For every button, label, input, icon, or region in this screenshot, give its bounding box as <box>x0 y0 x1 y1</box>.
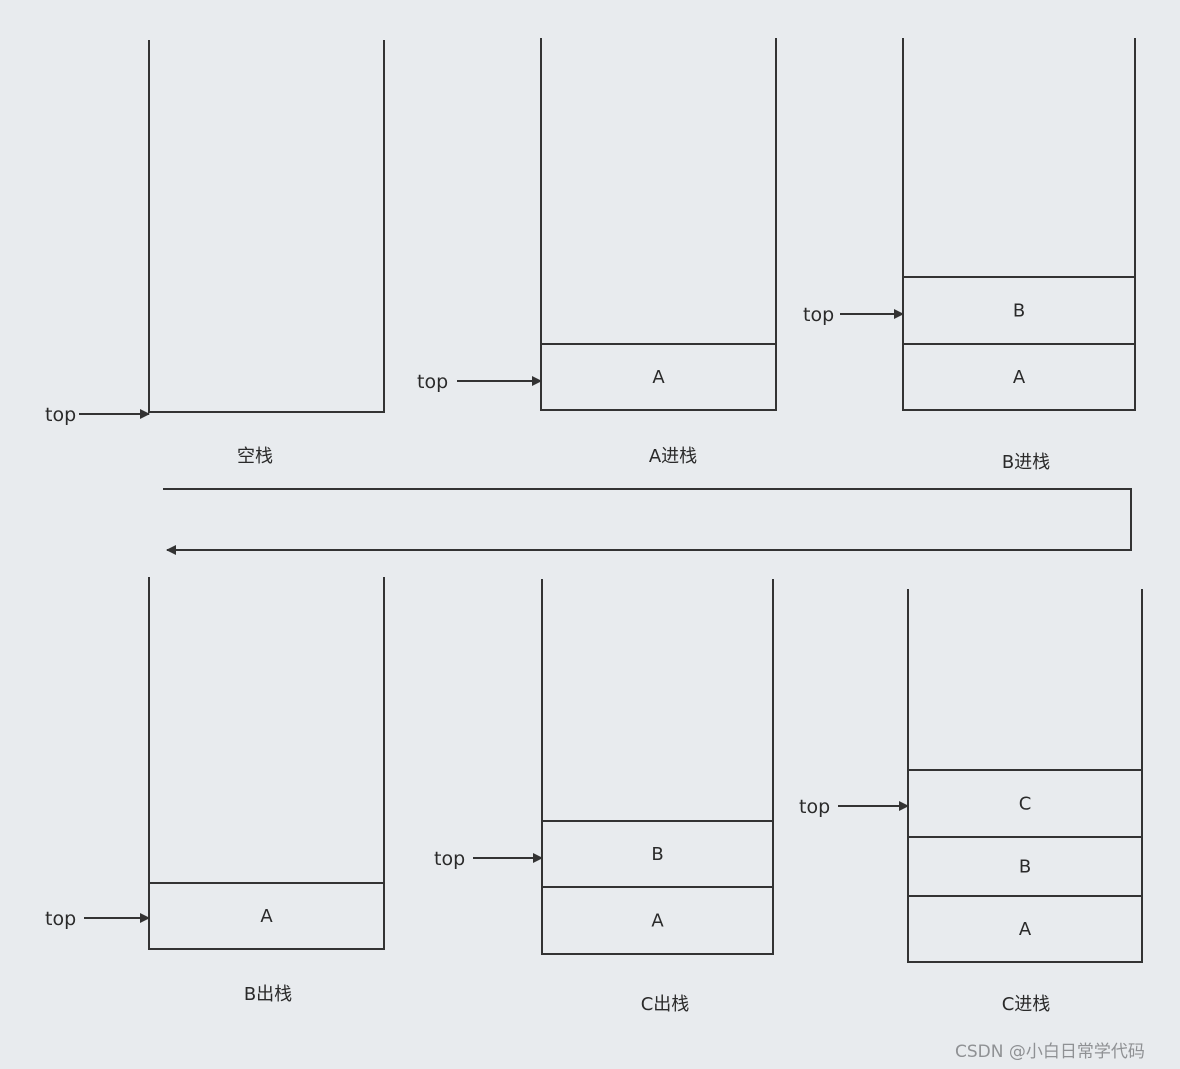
stack-container <box>540 38 777 411</box>
watermark: CSDN @小白日常学代码 <box>955 1042 1145 1062</box>
stack-caption: C出栈 <box>641 994 690 1015</box>
stack-cell-label: B <box>651 844 663 865</box>
stack-caption: B出栈 <box>244 984 292 1005</box>
stack-caption: A进栈 <box>649 446 697 467</box>
stack-1: top 空栈 <box>45 40 385 467</box>
top-pointer-label: top <box>45 908 76 930</box>
stack-caption: 空栈 <box>237 446 273 467</box>
flow-arrow-line <box>163 488 1132 555</box>
stack-cell-label: B <box>1013 301 1025 322</box>
stack-container <box>148 40 385 413</box>
top-pointer-label: top <box>799 796 830 818</box>
top-pointer-label: top <box>434 848 465 870</box>
stack-cell-label: A <box>1019 919 1032 940</box>
stack-cell-label: B <box>1019 857 1031 878</box>
flow-arrow <box>163 488 1132 555</box>
stack-caption: B进栈 <box>1002 452 1050 473</box>
stack-container <box>148 577 385 950</box>
stack-cell-label: A <box>652 367 665 388</box>
stack-cell-label: A <box>651 911 664 932</box>
stack-cell-label: C <box>1019 794 1032 815</box>
stack-caption: C进栈 <box>1002 994 1051 1015</box>
stack-container <box>902 38 1136 411</box>
top-pointer-label: top <box>45 404 76 426</box>
stack-container <box>541 579 774 955</box>
stack-cell-label: A <box>260 906 273 927</box>
stack-container <box>907 589 1143 963</box>
stack-cell-label: A <box>1013 367 1026 388</box>
top-pointer-label: top <box>803 304 834 326</box>
top-pointer-label: top <box>417 371 448 393</box>
